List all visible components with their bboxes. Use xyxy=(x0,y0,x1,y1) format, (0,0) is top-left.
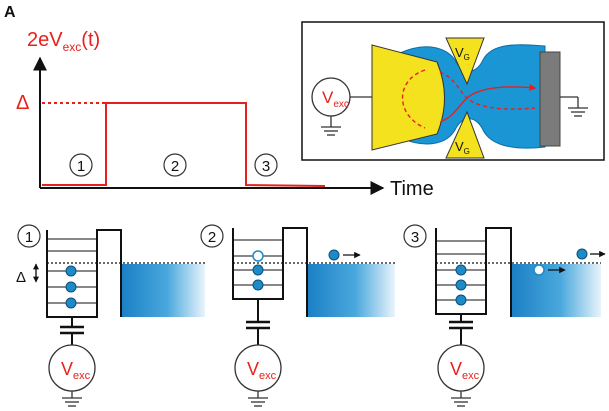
stage-2-reservoir xyxy=(307,264,395,317)
svg-text:VG: VG xyxy=(455,45,470,62)
stage-2-electron xyxy=(252,264,264,276)
svg-text:Vexc: Vexc xyxy=(322,88,349,110)
pulse-x-label: Time xyxy=(390,178,434,200)
stage-3-electron xyxy=(455,294,467,306)
stage-1-delta-label: Δ xyxy=(16,269,26,286)
stage-1-electron xyxy=(65,297,77,309)
stage-2-source: Vexc xyxy=(234,344,282,392)
device-inset: Vexc VG VG xyxy=(301,21,605,161)
stage-1-dot-walls xyxy=(46,229,122,318)
panel-label: A xyxy=(4,4,16,21)
svg-text:Vexc: Vexc xyxy=(450,359,480,382)
inset-gate-bottom xyxy=(445,110,485,159)
svg-text:Vexc: Vexc xyxy=(61,359,91,382)
svg-text:Vexc: Vexc xyxy=(247,359,277,382)
inset-excitation-gate xyxy=(371,44,445,151)
stage-2: 2 Vexc xyxy=(200,224,395,407)
svg-text:3: 3 xyxy=(262,158,270,175)
stage-1-reservoir xyxy=(121,264,205,317)
phase-marker-2: 2 xyxy=(163,153,187,177)
svg-text:VG: VG xyxy=(455,139,470,156)
stage-2-hole xyxy=(252,250,264,262)
pulse-trace xyxy=(42,102,326,187)
stage-1: 1 Δ Vexc xyxy=(16,224,205,407)
phase-marker-1: 1 xyxy=(69,153,93,177)
pulse-delta-label: Δ xyxy=(16,92,29,114)
stage-3-label: 3 xyxy=(411,229,419,246)
inset-source: Vexc xyxy=(311,77,372,136)
inset-gate-top xyxy=(445,37,485,86)
phase-marker-3: 3 xyxy=(254,153,278,177)
stage-2-label: 2 xyxy=(208,229,216,246)
stage-1-label: 1 xyxy=(25,229,33,246)
stage-2-electron xyxy=(252,279,264,291)
stage-2-emitted-electron xyxy=(328,249,340,261)
stage-3-electron xyxy=(455,279,467,291)
stage-1-electron xyxy=(65,281,77,293)
stage-3-source: Vexc xyxy=(437,344,485,392)
stage-3-emitted-hole xyxy=(533,264,545,276)
stage-1-electron xyxy=(65,265,77,277)
stage-2-dot-walls xyxy=(232,227,308,317)
stage-1-source: Vexc xyxy=(48,344,96,392)
svg-text:1: 1 xyxy=(77,158,85,175)
stage-3-emitted-electron xyxy=(576,248,588,260)
pulse-y-label: 2eVexc(t) xyxy=(27,29,100,54)
inset-ohmic-contact xyxy=(539,51,561,147)
svg-text:2: 2 xyxy=(171,158,179,175)
stage-3-reservoir xyxy=(511,264,601,317)
pulse-plot: 2eVexc(t) Time Δ 1 2 3 xyxy=(16,29,434,200)
stage-3-electron xyxy=(455,264,467,276)
stage-3: 3 Vexc xyxy=(403,224,606,407)
